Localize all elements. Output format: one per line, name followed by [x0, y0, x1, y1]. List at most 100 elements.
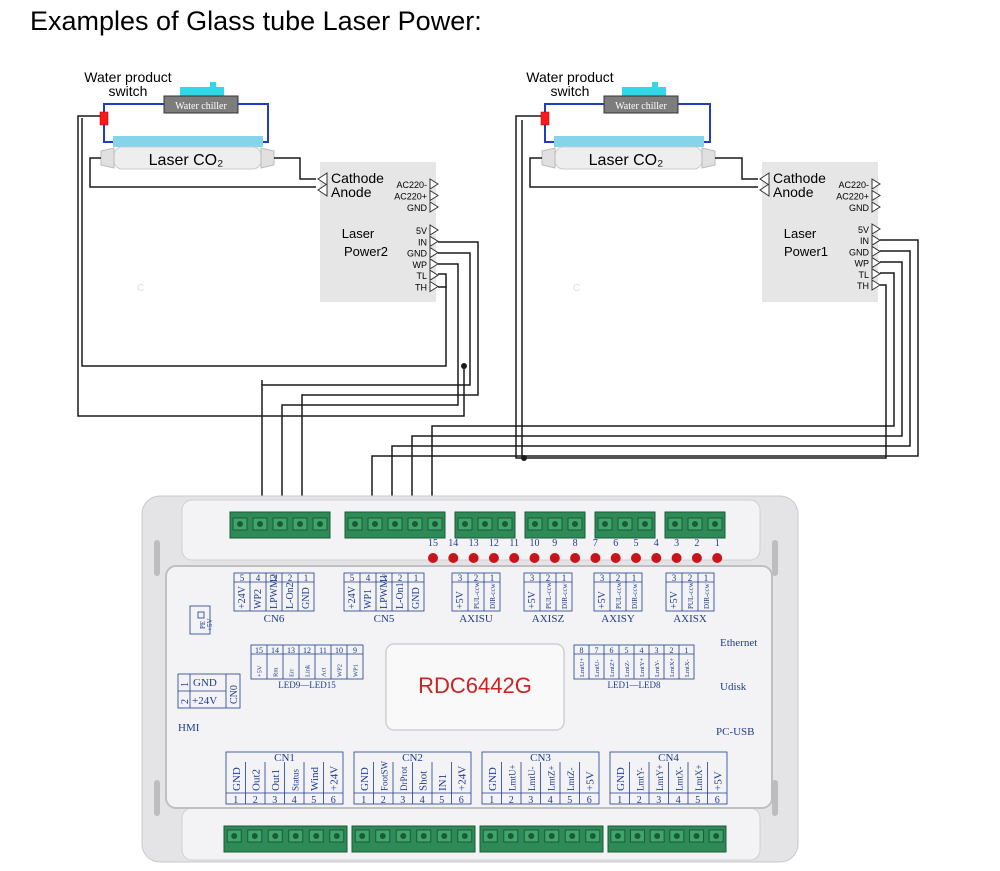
- led-label-number: 9: [353, 646, 357, 655]
- connector-name: AXISU: [459, 613, 493, 625]
- terminal-block: [479, 825, 604, 853]
- terminal-screw-head: [712, 521, 718, 527]
- terminal-screw-head: [297, 521, 303, 527]
- terminal-screw-head: [487, 833, 494, 839]
- connector-pin-number: 5: [311, 795, 316, 806]
- led-label-pin: LmtZ+: [609, 658, 616, 677]
- power-signal-pin-label: TH: [857, 281, 869, 291]
- connector-pin-number: 2: [288, 573, 293, 583]
- terminal-screw-head: [292, 833, 299, 839]
- power-signal-pin-label: GND: [849, 247, 870, 257]
- right-tl-wire: [431, 272, 895, 515]
- left-water-switch-label: Water product: [84, 69, 172, 85]
- led-label-number: 11: [319, 646, 327, 655]
- terminal-screw-head: [251, 833, 258, 839]
- right-tube-end-right: [701, 147, 716, 169]
- power-signal-pin-terminal: [429, 224, 439, 236]
- right-tube-label: Laser CO₂: [589, 152, 664, 169]
- connector-pin-number: 1: [562, 573, 567, 583]
- connector-pin-label: +5V: [527, 590, 538, 609]
- connector-frame: [233, 572, 315, 612]
- connector-pin-label: DIR-ccw: [561, 582, 569, 609]
- connector-pin-number: 6: [715, 795, 720, 806]
- connector-pin-number: 1: [489, 795, 494, 806]
- right-gnd-wire: [391, 250, 911, 515]
- terminal-screw-head: [552, 521, 558, 527]
- connector-pin-label: WP2: [253, 589, 264, 609]
- led-left-block: 15+5V14Rm13Err12Link11Act10WP29WP1LED9—L…: [250, 644, 364, 690]
- connector-frame: [593, 572, 643, 612]
- connector-pin-number: 5: [240, 573, 245, 583]
- connector-pin-label: +5V: [669, 590, 680, 609]
- status-led: [468, 553, 479, 563]
- right-setup: Water product switch Water chiller Laser…: [261, 69, 919, 515]
- right-tube-glass: [554, 136, 704, 147]
- terminal-screw-head: [461, 833, 468, 839]
- terminal-screw-head: [673, 833, 680, 839]
- led-number: 12: [489, 538, 499, 549]
- connector-pin-number: 2: [381, 795, 386, 806]
- led-label-number: 15: [255, 646, 263, 655]
- terminal-screw-head: [333, 833, 340, 839]
- page-title: Examples of Glass tube Laser Power:: [30, 6, 482, 36]
- status-led: [671, 553, 682, 563]
- terminal-screw-head: [462, 521, 468, 527]
- power-signal-pin-terminal: [871, 245, 881, 258]
- led-label-number: 4: [640, 646, 644, 655]
- power-ac-pin-terminal: [429, 178, 439, 190]
- terminal-screw-head: [532, 521, 538, 527]
- left-cathode-label: Cathode: [331, 170, 384, 186]
- terminal-screw-head: [359, 833, 366, 839]
- right-anode-terminal: [759, 183, 770, 197]
- connector-name: CN2: [402, 752, 423, 764]
- connector-pin-number: 2: [546, 573, 551, 583]
- status-led: [509, 553, 520, 563]
- udisk-label: Udisk: [720, 681, 747, 693]
- mount-hole: [154, 540, 160, 576]
- led-number: 4: [654, 538, 659, 549]
- right-power-label-2: Power1: [784, 244, 828, 259]
- connector-pin-label: LmtZ+: [546, 765, 556, 791]
- led-label-number: 6: [610, 646, 614, 655]
- right-junction-dot: [521, 455, 527, 461]
- status-led: [590, 553, 601, 563]
- terminal-screw-head: [277, 521, 283, 527]
- left-tube-end-right: [260, 147, 275, 169]
- terminal-screw-head: [548, 833, 555, 839]
- terminal-block: [607, 825, 727, 853]
- led-label-pin: Rm: [273, 668, 280, 677]
- status-led: [610, 553, 621, 563]
- terminal-screw-head: [642, 521, 648, 527]
- left-cathode-terminal: [317, 172, 328, 186]
- connector-pin-number: 4: [292, 795, 297, 806]
- connector-pin-label: +24V: [456, 766, 468, 791]
- connector-pin-label: PUL-ccw: [545, 581, 553, 609]
- terminal-screw-head: [502, 521, 508, 527]
- connector-pin-label: LmtX-: [674, 767, 684, 792]
- led-label-pin: WP1: [353, 664, 360, 677]
- power-signal-pin-terminal: [429, 235, 439, 248]
- connector-frame: [523, 572, 573, 612]
- connector-pin-number: 3: [600, 573, 605, 583]
- power-signal-pin-terminal: [871, 256, 881, 269]
- left-chiller-water: [180, 87, 224, 97]
- connector-pin-label: FootSW: [379, 760, 389, 791]
- left-gnd-wire: [261, 252, 471, 515]
- pe-jumper: PE +5V: [189, 605, 214, 635]
- led-label-number: 10: [335, 646, 343, 655]
- led-number: 10: [530, 538, 540, 549]
- power-ac-pin-terminal: [429, 189, 439, 202]
- connector-pin-label: +24V: [347, 585, 358, 609]
- power-ac-pin-terminal: [871, 189, 881, 202]
- power-signal-pin-terminal: [429, 280, 439, 293]
- left-junction-dot: [461, 363, 467, 369]
- left-wp-wire: [281, 263, 459, 515]
- right-chiller-cap: [652, 82, 658, 88]
- connector-pin-label: LPWM1: [379, 574, 390, 609]
- left-tl-wire: [438, 273, 447, 288]
- left-power-label: Laser: [342, 226, 375, 241]
- cn0-block: 1 2 GND +24V CN0: [177, 673, 241, 709]
- left-faint-letter: C: [137, 283, 144, 294]
